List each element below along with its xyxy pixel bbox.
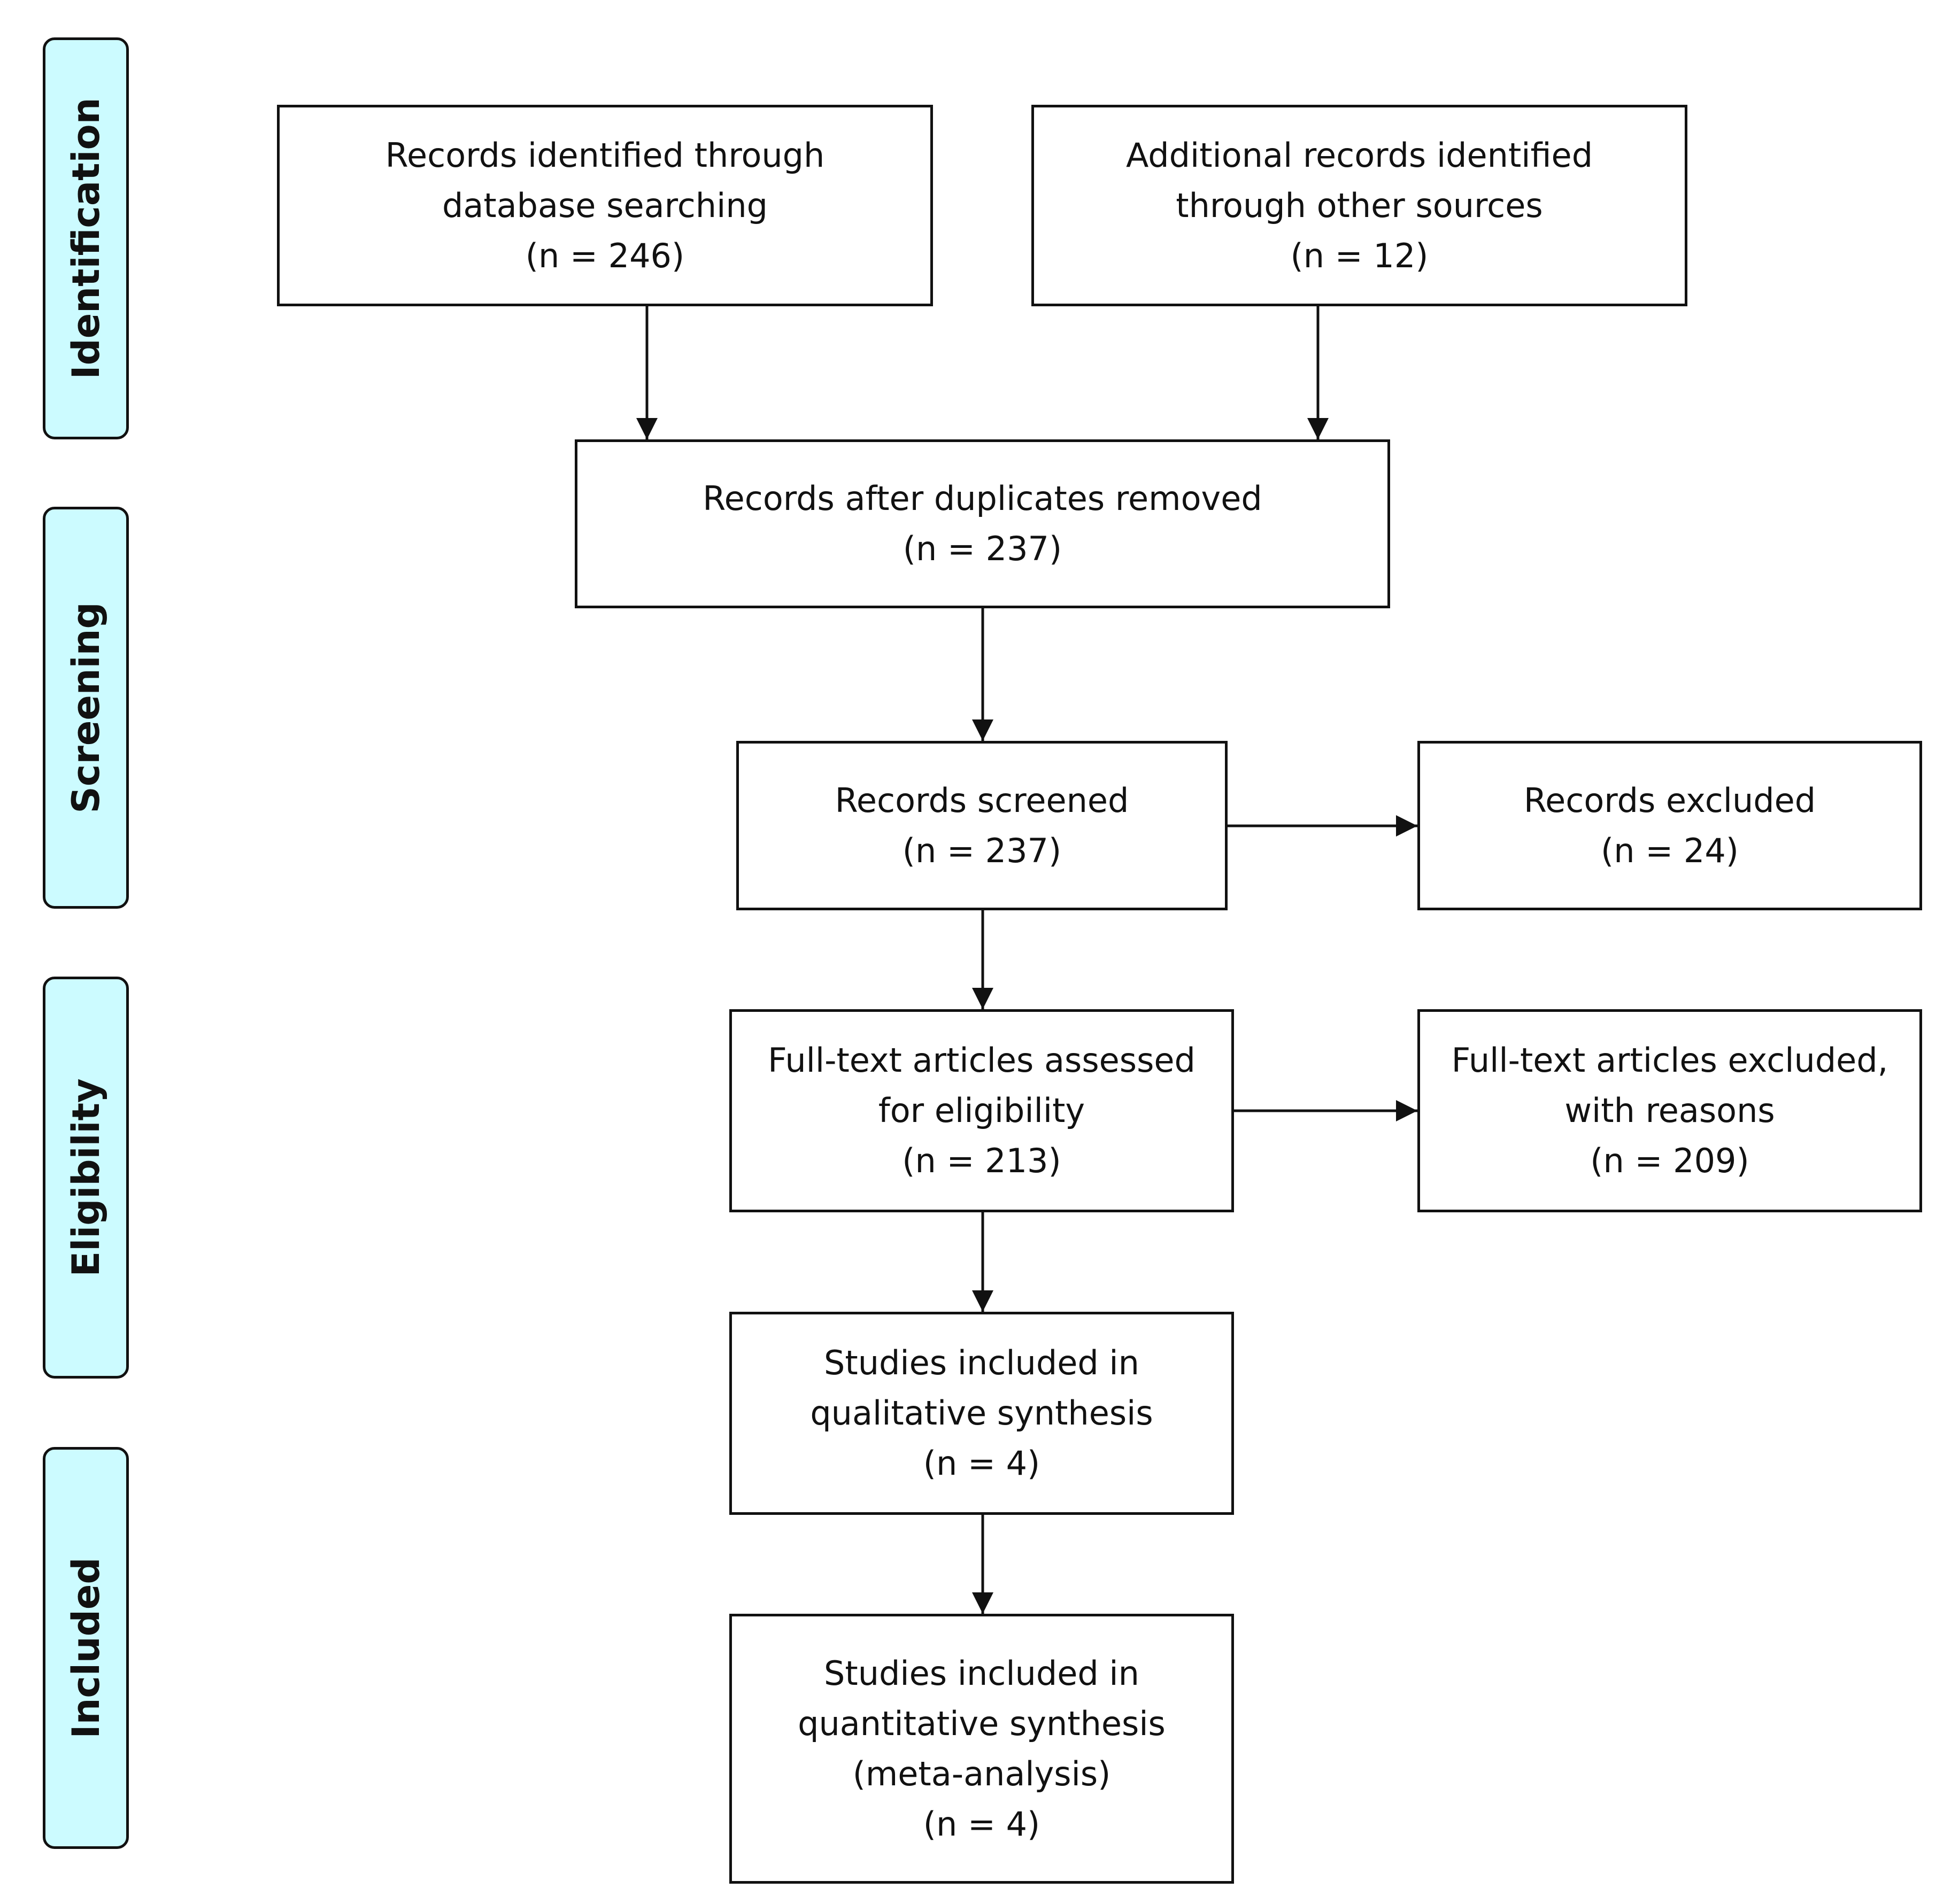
phase-included: Included	[43, 1447, 129, 1849]
phase-screening: Screening	[43, 507, 129, 909]
box-duplicates-removed: Records after duplicates removed (n = 23…	[575, 439, 1390, 608]
box-records-screened: Records screened (n = 237)	[736, 741, 1228, 910]
box-database-records-line2: database searching	[442, 185, 768, 225]
box-database-records: Records identified through database sear…	[277, 105, 933, 306]
box-qualitative-synthesis-line1: Studies included in	[824, 1343, 1139, 1382]
box-records-excluded: Records excluded (n = 24)	[1417, 741, 1922, 910]
box-fulltext-assessed-line2: for eligibility	[878, 1091, 1085, 1130]
box-database-records-count: (n = 246)	[525, 236, 685, 275]
box-records-screened-count: (n = 237)	[902, 831, 1062, 870]
box-fulltext-assessed-line1: Full-text articles assessed	[768, 1041, 1196, 1080]
box-fulltext-assessed: Full-text articles assessed for eligibil…	[729, 1009, 1234, 1212]
box-quantitative-synthesis: Studies included in quantitative synthes…	[729, 1614, 1234, 1884]
box-fulltext-excluded: Full-text articles excluded, with reason…	[1417, 1009, 1922, 1212]
box-duplicates-removed-line1: Records after duplicates removed	[703, 479, 1262, 518]
box-quantitative-synthesis-line1: Studies included in	[824, 1653, 1139, 1693]
box-database-records-line1: Records identified through	[385, 135, 825, 175]
box-qualitative-synthesis-count: (n = 4)	[923, 1444, 1040, 1483]
box-fulltext-excluded-count: (n = 209)	[1590, 1141, 1749, 1180]
box-other-sources: Additional records identified through ot…	[1031, 105, 1687, 306]
box-fulltext-excluded-line1: Full-text articles excluded,	[1451, 1041, 1888, 1080]
box-fulltext-assessed-count: (n = 213)	[902, 1141, 1061, 1180]
box-qualitative-synthesis: Studies included in qualitative synthesi…	[729, 1312, 1234, 1515]
box-quantitative-synthesis-line3: (meta-analysis)	[852, 1754, 1111, 1793]
box-records-excluded-line1: Records excluded	[1523, 780, 1816, 820]
box-records-screened-line1: Records screened	[835, 780, 1129, 820]
box-fulltext-excluded-line2: with reasons	[1564, 1091, 1775, 1130]
box-duplicates-removed-count: (n = 237)	[903, 529, 1062, 568]
phase-identification: Identification	[43, 37, 129, 439]
box-other-sources-line2: through other sources	[1176, 185, 1543, 225]
box-quantitative-synthesis-line2: quantitative synthesis	[798, 1704, 1166, 1743]
box-other-sources-count: (n = 12)	[1290, 236, 1429, 275]
box-quantitative-synthesis-count: (n = 4)	[923, 1804, 1040, 1844]
box-records-excluded-count: (n = 24)	[1601, 831, 1739, 870]
box-qualitative-synthesis-line2: qualitative synthesis	[810, 1394, 1153, 1433]
box-other-sources-line1: Additional records identified	[1125, 135, 1593, 175]
phase-eligibility: Eligibility	[43, 977, 129, 1379]
